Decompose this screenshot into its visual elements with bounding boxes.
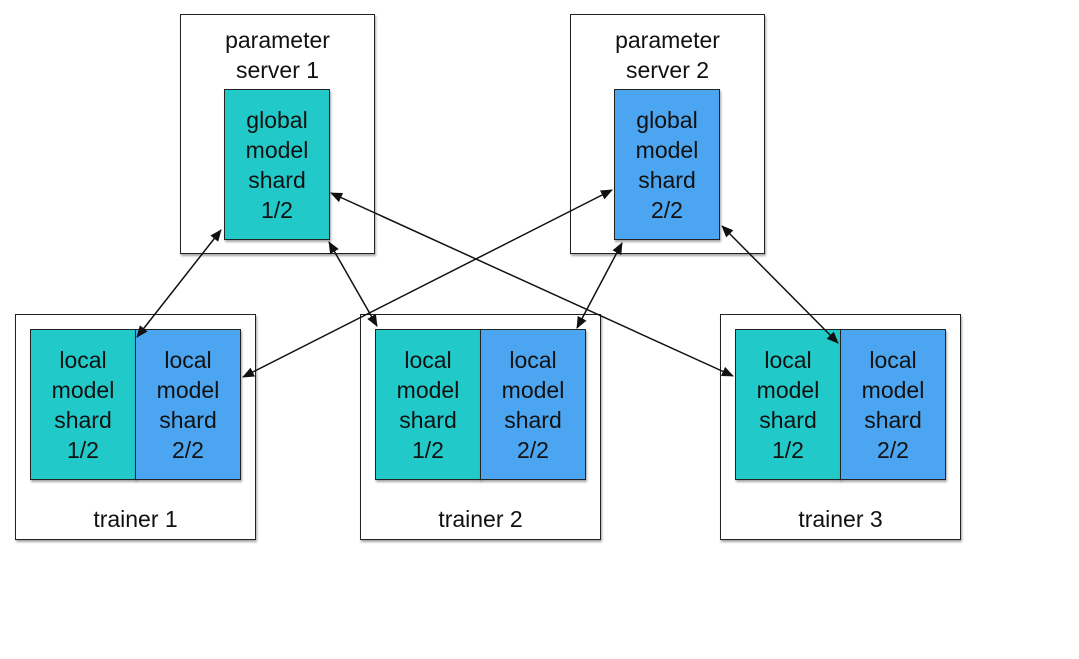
trainer-3-title: trainer 3 <box>798 506 883 532</box>
trainer-3-local-shard-1: local model shard 1/2 <box>735 329 841 480</box>
trainer-1-local-shard-1-label: local model shard 1/2 <box>51 346 115 463</box>
trainer-2-local-shard-1: local model shard 1/2 <box>375 329 481 480</box>
trainer-2-local-shard-1-label: local model shard 1/2 <box>396 346 460 463</box>
trainer-2-local-shard-2: local model shard 2/2 <box>480 329 586 480</box>
trainer-1-local-shard-2-label: local model shard 2/2 <box>156 346 220 463</box>
global-model-shard-1: global model shard 1/2 <box>224 89 330 240</box>
parameter-server-2-title: parameter server 2 <box>615 27 720 83</box>
trainer-3-local-shard-2: local model shard 2/2 <box>840 329 946 480</box>
global-model-shard-2-label: global model shard 2/2 <box>635 106 699 223</box>
trainer-2-local-shard-2-label: local model shard 2/2 <box>501 346 565 463</box>
trainer-1-local-shard-2: local model shard 2/2 <box>135 329 241 480</box>
global-model-shard-2: global model shard 2/2 <box>614 89 720 240</box>
trainer-1-title: trainer 1 <box>93 506 178 532</box>
global-model-shard-1-label: global model shard 1/2 <box>245 106 309 223</box>
trainer-2-title: trainer 2 <box>438 506 523 532</box>
trainer-3-local-shard-1-label: local model shard 1/2 <box>756 346 820 463</box>
trainer-1-local-shard-1: local model shard 1/2 <box>30 329 136 480</box>
parameter-server-1-title: parameter server 1 <box>225 27 330 83</box>
trainer-3-local-shard-2-label: local model shard 2/2 <box>861 346 925 463</box>
